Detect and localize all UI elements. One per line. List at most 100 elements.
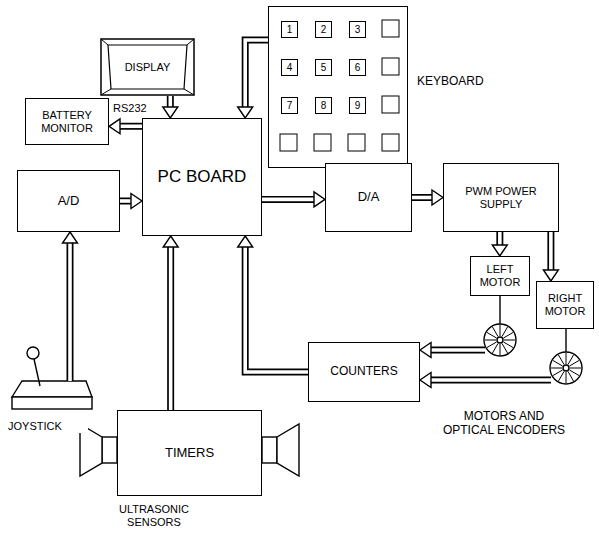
monitor-bevel (101, 39, 108, 45)
encoder-spoke (551, 368, 562, 369)
arrow-head (238, 236, 253, 247)
arrow-inner (119, 124, 142, 128)
key-button: 4 (281, 59, 298, 76)
box-label: LEFT MOTOR (475, 263, 525, 288)
encoder-spoke (569, 361, 579, 367)
timers-box: TIMERS (117, 410, 262, 496)
encoder-spoke (566, 353, 567, 364)
joystick-signal (63, 232, 78, 381)
arrow-head (543, 270, 558, 281)
display-monitor: DISPLAY (100, 38, 195, 96)
box-label: BATTERY MONITOR (30, 109, 104, 134)
arrow-outline (547, 232, 554, 271)
keyboard-panel: KEYBOARD123456789 (268, 6, 408, 168)
arrow-head (163, 236, 178, 247)
shaft-line (499, 296, 500, 324)
key-button: 1 (281, 21, 298, 38)
encoder-spoke (502, 327, 508, 337)
monitor-bevel (187, 39, 194, 45)
key-button: 8 (315, 97, 332, 114)
joystick-base (12, 397, 92, 409)
key-label: 7 (287, 100, 293, 112)
arrow-inner (549, 232, 553, 271)
encoder-wheel (484, 324, 516, 356)
encoder-spoke (568, 355, 574, 365)
encoder-signal (420, 373, 551, 388)
key-button: 9 (349, 97, 366, 114)
signal-arrow (262, 192, 325, 207)
adc-box: A/D (17, 170, 120, 232)
signal-arrow (543, 232, 558, 281)
key-label: 4 (287, 62, 293, 74)
blank-key (382, 20, 399, 37)
dac-box: D/A (325, 163, 412, 232)
arrow-outline (496, 232, 503, 246)
arrow-inner (245, 246, 308, 372)
encoder-spoke (503, 333, 513, 339)
monitor-screen (108, 45, 187, 89)
blank-key (314, 134, 331, 151)
encoder-spoke (487, 333, 497, 339)
encoder-spoke (559, 355, 565, 365)
encoder-spoke (553, 370, 563, 376)
transducer-right-body (262, 437, 277, 463)
arrow-outline (430, 347, 485, 354)
signal-arrow (163, 96, 178, 118)
arrow-outline (67, 242, 74, 381)
joystick-stick (34, 359, 40, 386)
monitor-bevel (101, 89, 111, 95)
transducer-left-body (102, 437, 117, 463)
key-label: 3 (355, 24, 361, 36)
box-label: D/A (358, 190, 380, 205)
key-button: 7 (281, 97, 298, 114)
blank-key (382, 96, 399, 113)
signal-arrow (120, 194, 142, 209)
box-label: DISPLAY (125, 61, 171, 74)
arrow-inner (430, 348, 485, 352)
encoder-spoke (504, 340, 515, 341)
arrow-inner (498, 232, 502, 246)
key-label: 8 (321, 100, 327, 112)
arrow-outline (245, 246, 308, 372)
arrow-head (314, 192, 325, 207)
key-label: 6 (355, 62, 361, 74)
key-label: 2 (321, 24, 327, 36)
shaft-line (565, 329, 566, 352)
device-label: JOYSTICK (8, 420, 88, 433)
arrow-inner (262, 198, 315, 202)
signal-arrow (163, 236, 178, 410)
arrow-outline (430, 377, 551, 384)
blank-key (382, 58, 399, 75)
arrow-inner (430, 378, 551, 382)
box-label: COUNTERS (330, 365, 397, 379)
motor-box: LEFT MOTOR (470, 256, 530, 296)
joystick-drawing (12, 347, 92, 409)
optical-encoders (484, 324, 582, 384)
joystick-knob (27, 347, 39, 359)
arrow-outline (167, 96, 174, 108)
arrow-inner (169, 246, 173, 410)
box-label: A/D (58, 194, 80, 209)
blank-key (382, 134, 399, 151)
key-label: 5 (321, 62, 327, 74)
key-button: 6 (349, 59, 366, 76)
encoder-spoke (500, 344, 501, 355)
device-label: MOTORS AND OPTICAL ENCODERS (440, 410, 568, 438)
encoder-spoke (566, 372, 567, 383)
encoder-spoke (569, 370, 579, 376)
blank-keys (280, 20, 399, 151)
motor-box: RIGHT MOTOR (536, 281, 594, 329)
encoder-spoke (503, 342, 513, 348)
arrow-inner (68, 242, 72, 381)
arrow-inner (120, 199, 132, 203)
encoder-hub (563, 365, 569, 371)
arrow-head (420, 373, 431, 388)
counters-box: COUNTERS (308, 342, 420, 402)
key-label: 1 (287, 24, 293, 36)
battery-monitor-box: BATTERY MONITOR (25, 98, 109, 145)
device-label: ULTRASONIC SENSORS (108, 503, 200, 528)
monitor-bevel (184, 89, 194, 95)
encoder-spoke (485, 340, 496, 341)
arrow-head (163, 107, 178, 118)
